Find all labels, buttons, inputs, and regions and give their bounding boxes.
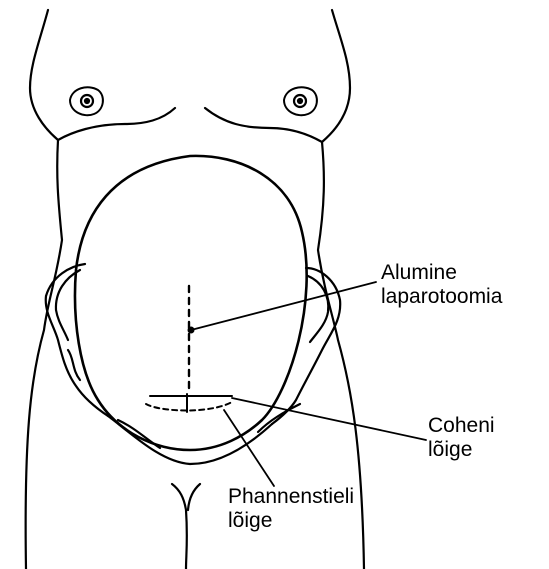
laparotomy-label-line2: laparotoomia <box>381 285 502 309</box>
cohen-label: Coheni lõige <box>428 414 495 462</box>
cohen-label-line1: Coheni <box>428 414 495 438</box>
right-breast-contour <box>205 108 322 142</box>
pelvic-floor-curve <box>108 416 272 464</box>
vulva-contour <box>172 484 187 569</box>
pfannenstiel-label-line1: Phannenstieli <box>228 485 354 509</box>
laparotomy-label: Alumine laparotoomia <box>381 261 502 309</box>
torso-left-contour <box>26 10 62 569</box>
cohen-label-line2: lõige <box>428 438 495 462</box>
laparotomy-label-line1: Alumine <box>381 261 502 285</box>
left-iliac-crest <box>46 264 108 416</box>
pfannenstiel-incision <box>146 402 232 411</box>
pfannenstiel-leader-line <box>224 410 274 486</box>
laparotomy-leader-line <box>191 282 376 330</box>
pfannenstiel-label-line2: lõige <box>228 509 354 533</box>
pfannenstiel-label: Phannenstieli lõige <box>228 485 354 533</box>
left-breast-contour <box>58 108 175 140</box>
